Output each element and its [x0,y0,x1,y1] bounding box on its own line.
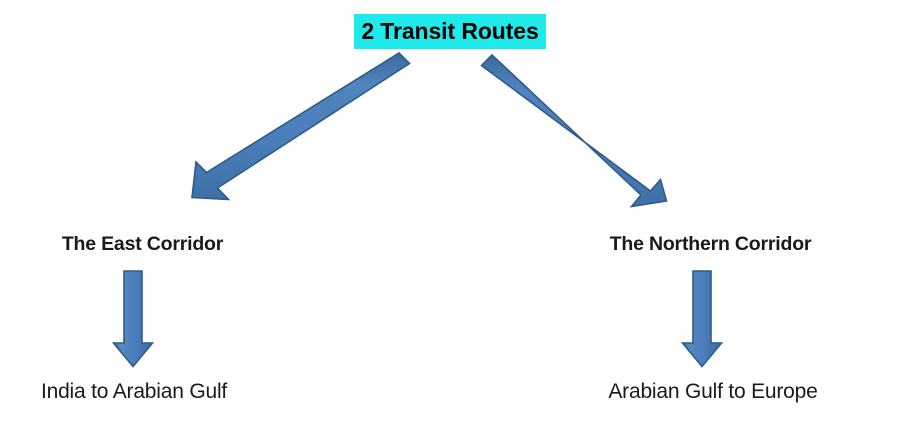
arrow-to-northern-corridor [480,53,668,208]
corridor-label-northern: The Northern Corridor [609,233,812,255]
destination-label-india-to-arabian-gulf: India to Arabian Gulf [40,380,228,403]
arrow-east-to-india-gulf [111,270,155,368]
corridor-label-east: The East Corridor [61,233,224,255]
diagram-title: 2 Transit Routes [0,14,900,50]
arrow-northern-to-gulf-europe [680,270,724,368]
arrow-to-east-corridor [191,51,411,201]
destination-label-arabian-gulf-to-europe: Arabian Gulf to Europe [608,380,818,403]
diagram-title-text: 2 Transit Routes [354,14,546,50]
